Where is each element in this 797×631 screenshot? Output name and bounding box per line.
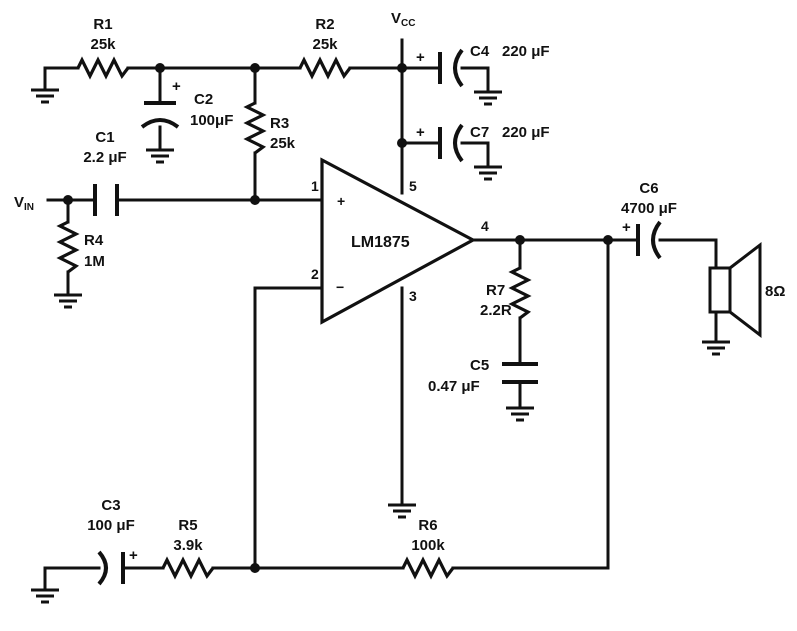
r6-ref-label: R6 [418, 517, 437, 534]
pin-5-label: 5 [409, 178, 417, 194]
pin-1-label: 1 [311, 178, 319, 194]
chip-name-label: LM1875 [351, 234, 410, 251]
c2-ref-label: C2 [194, 91, 213, 108]
c4-ref-label: C4 [470, 43, 490, 60]
c4-value-label: 220 μF [502, 43, 550, 60]
c7-polarity-label: + [416, 124, 425, 141]
c4-polarity-label: + [416, 49, 425, 66]
ground-icon [506, 406, 534, 422]
c1-ref-label: C1 [95, 129, 114, 146]
capacitor-c2 [140, 101, 180, 129]
c6-ref-label: C6 [639, 180, 658, 197]
r2-value-label: 25k [312, 36, 338, 53]
c7-ref-label: C7 [470, 124, 489, 141]
capacitor-c5 [502, 362, 538, 384]
r3-ref-label: R3 [270, 115, 289, 132]
noninverting-input-sign: + [337, 193, 345, 209]
c7-value-label: 220 μF [502, 124, 550, 141]
r7-value-label: 2.2R [480, 302, 512, 319]
r1-value-label: 25k [90, 36, 116, 53]
r2-ref-label: R2 [315, 16, 334, 33]
r4-value-label: 1M [84, 253, 105, 270]
vin-label: VIN [14, 194, 34, 213]
ground-icon [31, 588, 59, 604]
r1-ref-label: R1 [93, 16, 112, 33]
c3-value-label: 100 μF [87, 517, 135, 534]
pin-4-label: 4 [481, 218, 489, 234]
ground-icon [31, 88, 59, 104]
c6-polarity-label: + [622, 219, 631, 236]
r5-ref-label: R5 [178, 517, 197, 534]
resistor-r7 [508, 266, 532, 320]
c5-value-label: 0.47 μF [428, 378, 480, 395]
resistor-r6 [401, 556, 455, 580]
inverting-input-sign: − [336, 279, 344, 295]
lm1875-amplifier [320, 157, 477, 325]
junction-dots [63, 63, 613, 573]
c3-polarity-label: + [129, 547, 138, 564]
ground-icon [474, 165, 502, 181]
capacitor-c4 [438, 48, 464, 88]
capacitor-c6 [636, 220, 662, 260]
speaker-impedance-label: 8Ω [765, 283, 785, 300]
resistor-r5 [161, 556, 215, 580]
c2-value-label: 100μF [190, 112, 233, 129]
ground-icon [54, 293, 82, 309]
c1-value-label: 2.2 μF [83, 149, 126, 166]
pin-2-label: 2 [311, 266, 319, 282]
ground-icon [146, 148, 174, 164]
ground-icon [474, 90, 502, 106]
c6-value-label: 4700 μF [621, 200, 677, 217]
vcc-label: VCC [391, 10, 415, 29]
resistor-r1 [76, 56, 130, 80]
r5-value-label: 3.9k [173, 537, 203, 554]
speaker-icon [708, 241, 762, 339]
r7-ref-label: R7 [486, 282, 505, 299]
c3-ref-label: C3 [101, 497, 120, 514]
ground-icon [388, 503, 416, 519]
resistor-r2 [298, 56, 352, 80]
c2-polarity-label: + [172, 78, 181, 95]
ground-icon [702, 340, 730, 356]
capacitor-c7 [438, 123, 464, 163]
resistor-r4 [56, 220, 80, 274]
c5-ref-label: C5 [470, 357, 489, 374]
r6-value-label: 100k [411, 537, 445, 554]
capacitor-c1 [93, 184, 119, 216]
capacitor-c3 [97, 550, 125, 586]
r4-ref-label: R4 [84, 232, 104, 249]
resistor-r3 [243, 101, 267, 155]
pin-3-label: 3 [409, 288, 417, 304]
r3-value-label: 25k [270, 135, 296, 152]
